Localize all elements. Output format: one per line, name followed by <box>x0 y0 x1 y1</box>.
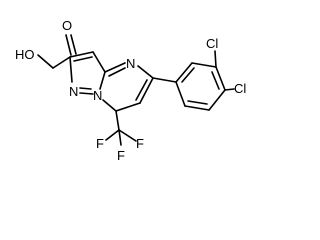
bond-cf3-f-right <box>118 129 137 142</box>
bond-c2-c3 <box>69 51 94 58</box>
atom-label-n-bridge: N <box>93 88 102 103</box>
bond-c-o-double-b <box>70 34 77 55</box>
bond-c5-c6 <box>139 77 154 104</box>
bond-c7-n7a <box>102 99 117 112</box>
bonds <box>37 34 235 146</box>
bond-ph-cl-right <box>224 88 235 91</box>
bond-n1-n7a-inner <box>79 87 92 90</box>
atom-label-oh: HO <box>15 47 35 62</box>
bond-c7-cf3 <box>115 110 120 131</box>
bond-ph-5-6-inner <box>187 100 208 105</box>
atom-label-f-right: F <box>136 136 144 151</box>
bond-cf3-f-left <box>105 129 120 141</box>
atom-label-f-mid: F <box>117 148 125 163</box>
bond-ph-2-3 <box>191 62 217 68</box>
bond-c2-c3-inner <box>73 56 93 62</box>
bond-ph-6-1 <box>175 81 186 107</box>
atom-label-cl-right: Cl <box>234 81 246 96</box>
bond-n4-c5 <box>137 65 154 79</box>
bond-c3-c3a <box>92 51 106 73</box>
bond-cf3-f-mid <box>118 129 122 146</box>
bond-n1-n7a <box>79 92 94 95</box>
bond-ph-3-4-inner <box>211 71 220 90</box>
atom-labels: HO O N N N Cl Cl F F F <box>15 18 246 163</box>
bond-c5-c6-inner <box>135 79 148 101</box>
bond-c3a-n4 <box>104 62 126 73</box>
bond-ph-1-2-inner <box>181 67 195 83</box>
atom-label-cl-top: Cl <box>206 36 218 51</box>
bond-ph-cl-top <box>214 50 217 68</box>
structure-canvas: HO O N N N Cl Cl F F F <box>15 18 246 163</box>
atom-label-n-pyrazole: N <box>69 84 78 99</box>
bond-ph-3-4 <box>215 66 226 91</box>
bond-ph-1-2 <box>175 62 193 83</box>
bond-ph-4-5 <box>208 89 226 111</box>
bond-c5-aryl <box>152 77 177 83</box>
atom-label-n-top: N <box>126 56 135 71</box>
bond-c-o-double-a <box>65 34 72 56</box>
bond-c3a-n4-inner <box>108 67 126 77</box>
bond-c2-n1 <box>69 56 73 83</box>
bond-ph-5-6 <box>184 105 210 111</box>
bond-n7a-c3a <box>99 71 106 90</box>
bond-cooh-ring <box>52 56 71 69</box>
atom-label-carbonyl-o: O <box>62 18 72 33</box>
atom-label-f-left: F <box>96 136 104 151</box>
bond-c-oh <box>37 54 54 69</box>
chemical-structure-diagram: HO O N N N Cl Cl F F F <box>15 18 246 163</box>
bond-c6-c7 <box>115 102 141 112</box>
